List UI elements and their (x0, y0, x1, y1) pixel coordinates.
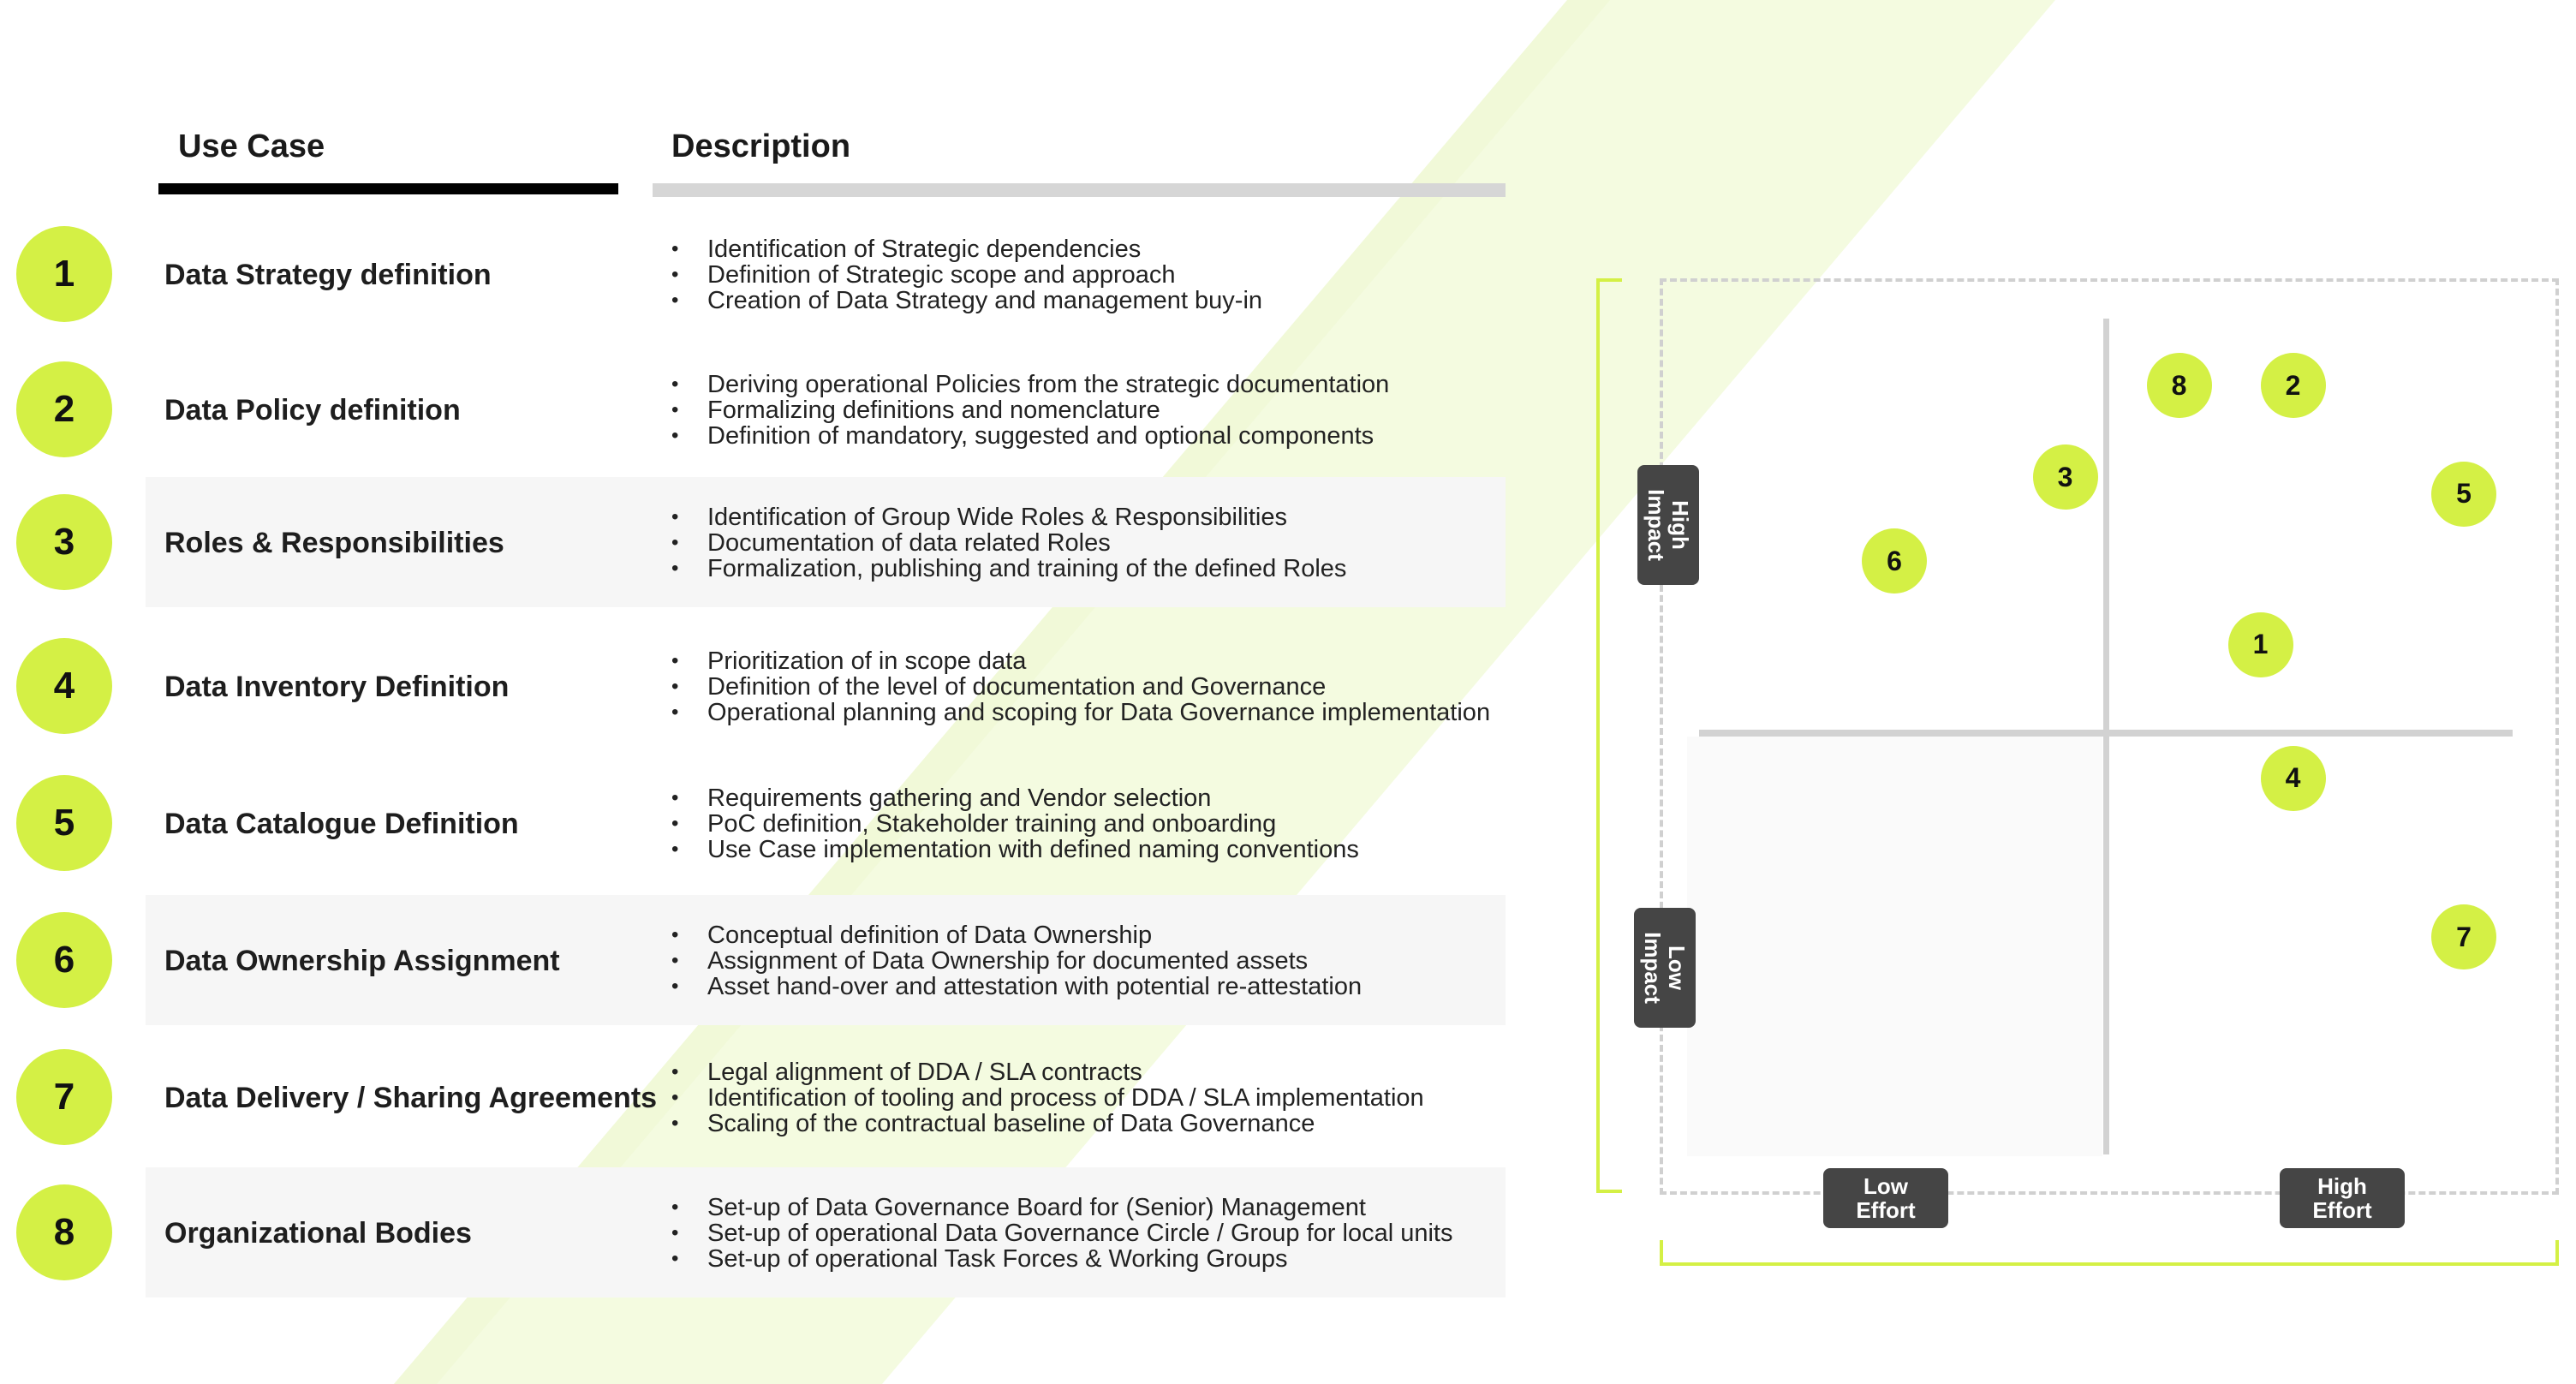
use-case-title: Data Catalogue Definition (164, 807, 519, 840)
matrix-vertical-divider (2103, 319, 2109, 1154)
use-case-description-list: Identification of Group Wide Roles & Res… (671, 479, 1346, 607)
use-case-row-2: 2 Data Policy definition Deriving operat… (0, 346, 1541, 474)
use-case-row-7: 7 Data Delivery / Sharing Agreements Leg… (0, 1034, 1541, 1162)
description-bullet: Scaling of the contractual baseline of D… (671, 1111, 1424, 1136)
use-case-description-list: Legal alignment of DDA / SLA contracts I… (671, 1034, 1424, 1162)
description-bullet: Documentation of data related Roles (671, 530, 1346, 556)
use-case-title: Organizational Bodies (164, 1216, 472, 1250)
matrix-impact-bracket (1596, 278, 1622, 1193)
use-case-header-underline (158, 183, 618, 194)
use-case-column-header: Use Case (178, 128, 325, 164)
use-case-number-badge: 8 (16, 1184, 112, 1280)
use-case-title: Data Delivery / Sharing Agreements (164, 1081, 658, 1114)
use-case-number-badge: 1 (16, 226, 112, 322)
use-case-description-list: Deriving operational Policies from the s… (671, 346, 1389, 474)
use-case-row-6: 6 Data Ownership Assignment Conceptual d… (0, 897, 1541, 1025)
description-bullet: Requirements gathering and Vendor select… (671, 785, 1359, 811)
low-impact-label: Low Impact (1634, 908, 1696, 1028)
description-bullet: Definition of Strategic scope and approa… (671, 262, 1262, 288)
description-bullet: Assignment of Data Ownership for documen… (671, 948, 1362, 974)
matrix-point-5: 5 (2431, 461, 2496, 527)
matrix-horizontal-divider (1699, 730, 2513, 737)
low-impact-label-text: Low Impact (1640, 932, 1690, 1004)
description-bullet: Identification of Strategic dependencies (671, 236, 1262, 262)
description-bullet: Definition of the level of documentation… (671, 674, 1490, 700)
description-bullet: Use Case implementation with defined nam… (671, 837, 1359, 862)
description-bullet: Identification of Group Wide Roles & Res… (671, 504, 1346, 530)
use-case-number-badge: 7 (16, 1049, 112, 1145)
use-case-row-4: 4 Data Inventory Definition Prioritizati… (0, 623, 1541, 751)
description-header-underline (653, 183, 1506, 197)
use-case-title: Data Ownership Assignment (164, 944, 560, 977)
use-case-description-list: Set-up of Data Governance Board for (Sen… (671, 1169, 1452, 1298)
high-effort-label: High Effort (2280, 1168, 2405, 1228)
use-case-description-list: Requirements gathering and Vendor select… (671, 760, 1359, 888)
use-case-title: Data Strategy definition (164, 258, 492, 291)
description-column-header: Description (671, 128, 851, 164)
matrix-low-low-quadrant (1687, 737, 2102, 1156)
use-case-row-5: 5 Data Catalogue Definition Requirements… (0, 760, 1541, 888)
description-bullet: Identification of tooling and process of… (671, 1085, 1424, 1111)
description-bullet: Set-up of operational Task Forces & Work… (671, 1246, 1452, 1272)
description-bullet: Operational planning and scoping for Dat… (671, 700, 1490, 725)
matrix-point-1: 1 (2227, 611, 2293, 677)
use-case-row-8: 8 Organizational Bodies Set-up of Data G… (0, 1169, 1541, 1298)
use-case-number-badge: 5 (16, 775, 112, 871)
matrix-point-2: 2 (2260, 353, 2326, 419)
matrix-point-3: 3 (2032, 444, 2098, 510)
description-bullet: Deriving operational Policies from the s… (671, 372, 1389, 397)
matrix-frame (1660, 278, 2559, 1195)
description-bullet: Formalizing definitions and nomenclature (671, 397, 1389, 423)
high-impact-label-text: High Impact (1643, 489, 1693, 561)
use-case-description-list: Identification of Strategic dependencies… (671, 211, 1262, 339)
use-case-title: Data Policy definition (164, 393, 461, 427)
use-case-description-list: Conceptual definition of Data Ownership … (671, 897, 1362, 1025)
description-bullet: Definition of mandatory, suggested and o… (671, 423, 1389, 449)
description-bullet: Formalization, publishing and training o… (671, 556, 1346, 582)
use-case-row-1: 1 Data Strategy definition Identificatio… (0, 211, 1541, 339)
matrix-point-8: 8 (2146, 353, 2212, 419)
use-case-row-3: 3 Roles & Responsibilities Identificatio… (0, 479, 1541, 607)
high-impact-label: High Impact (1637, 465, 1699, 585)
description-bullet: Conceptual definition of Data Ownership (671, 922, 1362, 948)
use-case-number-badge: 4 (16, 638, 112, 734)
use-case-number-badge: 6 (16, 912, 112, 1008)
description-bullet: Asset hand-over and attestation with pot… (671, 974, 1362, 999)
use-case-title: Roles & Responsibilities (164, 526, 504, 559)
description-bullet: PoC definition, Stakeholder training and… (671, 811, 1359, 837)
low-effort-label: Low Effort (1823, 1168, 1948, 1228)
matrix-point-4: 4 (2260, 745, 2326, 811)
use-case-number-badge: 2 (16, 361, 112, 457)
description-bullet: Creation of Data Strategy and management… (671, 288, 1262, 313)
description-bullet: Legal alignment of DDA / SLA contracts (671, 1059, 1424, 1085)
matrix-point-6: 6 (1862, 528, 1927, 594)
description-bullet: Prioritization of in scope data (671, 648, 1490, 674)
matrix-effort-bracket (1660, 1240, 2559, 1266)
use-case-title: Data Inventory Definition (164, 670, 510, 703)
description-bullet: Set-up of operational Data Governance Ci… (671, 1220, 1452, 1246)
matrix-point-7: 7 (2431, 904, 2496, 970)
use-case-number-badge: 3 (16, 494, 112, 590)
use-case-description-list: Prioritization of in scope data Definiti… (671, 623, 1490, 751)
description-bullet: Set-up of Data Governance Board for (Sen… (671, 1195, 1452, 1220)
